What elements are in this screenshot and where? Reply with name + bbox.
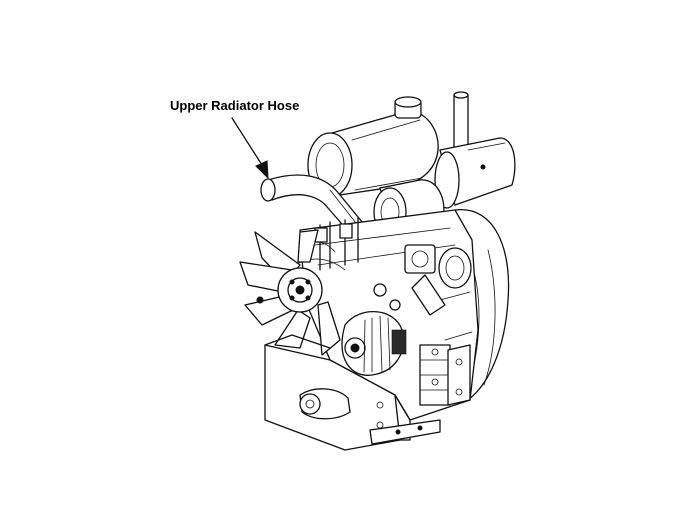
alternator — [341, 311, 407, 376]
engine-mount — [447, 344, 471, 406]
callout-label-upper-radiator-hose: Upper Radiator Hose — [170, 98, 300, 113]
air-cleaner — [307, 96, 439, 198]
thermostat-housing — [373, 244, 472, 316]
cooling-fan — [239, 229, 341, 356]
muffler — [434, 91, 516, 209]
gear-case — [264, 334, 441, 451]
callout-arrow — [231, 117, 269, 180]
